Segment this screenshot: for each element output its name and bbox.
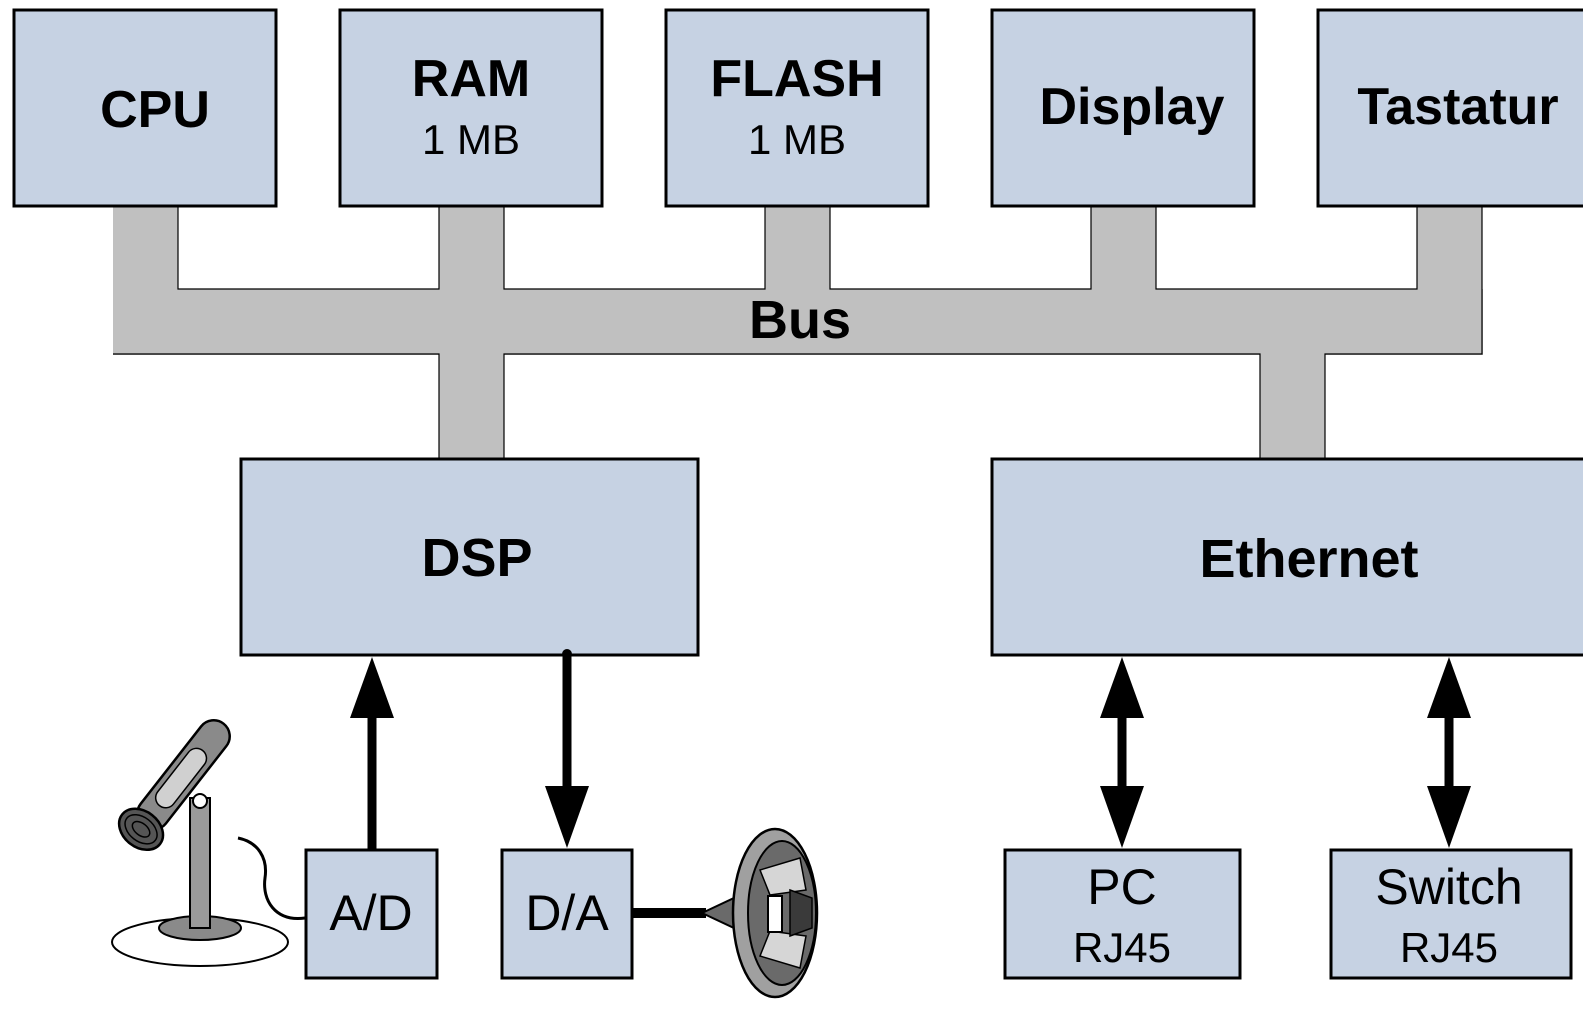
flash-block: FLASH 1 MB [664,8,930,208]
ethernet-block: Ethernet [990,457,1583,657]
ram-label: RAM [412,50,530,108]
tastatur-label: Tastatur [1357,78,1558,136]
ram-size: 1 MB [422,116,520,163]
cpu-label: CPU [100,81,210,139]
bus: Bus [113,206,1483,460]
flash-size: 1 MB [748,116,846,163]
bus-label: Bus [749,290,851,350]
dsp-label: DSP [421,528,532,588]
flash-label: FLASH [710,50,883,108]
arrow-ethernet-switch [1427,657,1471,848]
arrow-ad-to-dsp [350,657,394,850]
display-label: Display [1040,78,1225,136]
arrow-ethernet-pc [1100,657,1144,848]
switch-label: Switch [1375,859,1522,915]
display-block: Display [990,8,1256,208]
pc-block: PC RJ45 [1003,848,1242,980]
microphone-icon [111,719,306,967]
da-label: D/A [525,885,609,941]
ethernet-label: Ethernet [1199,529,1418,589]
switch-block: Switch RJ45 [1329,848,1573,980]
switch-port: RJ45 [1400,924,1498,971]
cpu-block: CPU [12,8,278,208]
ram-block: RAM 1 MB [338,8,604,208]
arrow-dsp-to-da [545,649,589,848]
speaker-icon [632,827,819,999]
tastatur-block: Tastatur [1316,8,1583,208]
da-block: D/A [500,848,634,980]
ad-label: A/D [329,885,412,941]
dsp-block: DSP [239,457,700,657]
pc-label: PC [1087,859,1156,915]
ad-block: A/D [304,848,439,980]
pc-port: RJ45 [1073,924,1171,971]
